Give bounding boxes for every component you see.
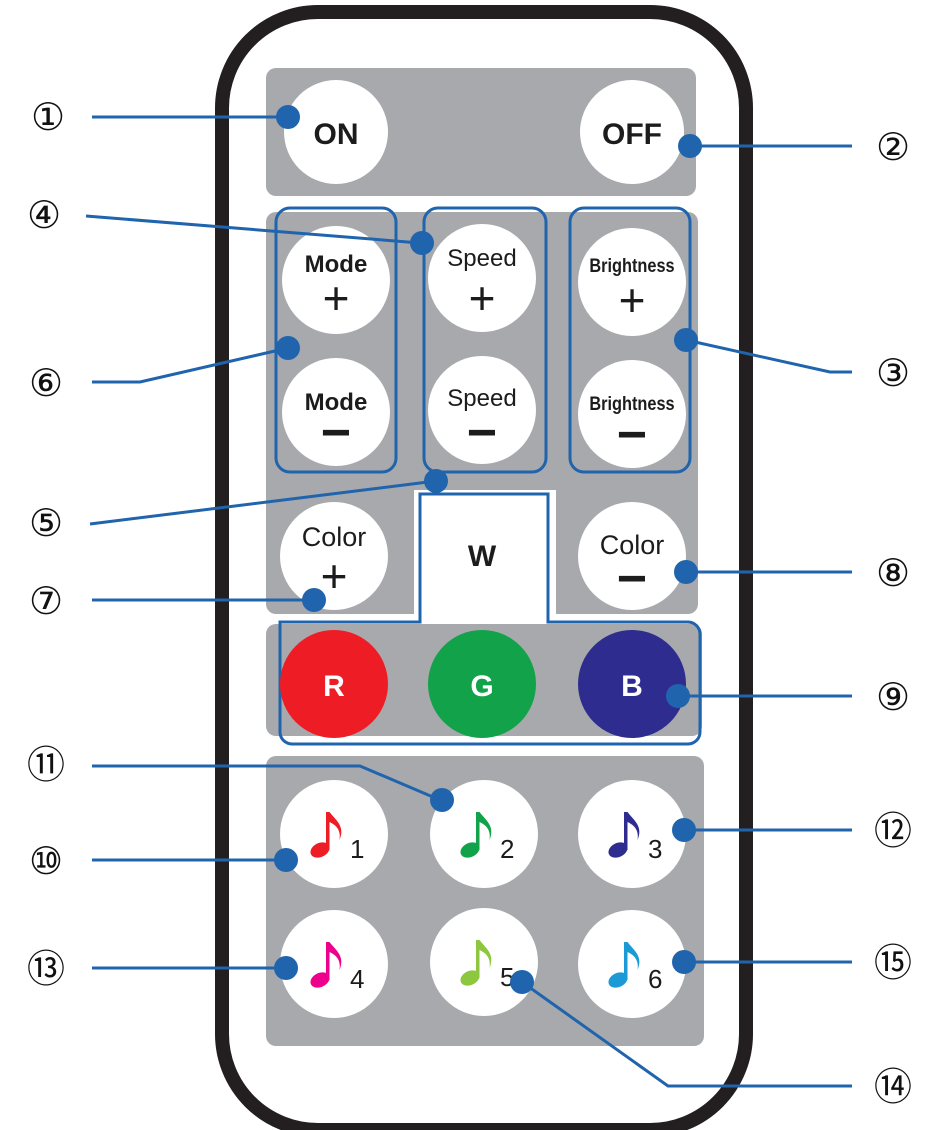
speed-group-outline	[422, 206, 548, 474]
music-note-icon	[460, 940, 492, 986]
green-button-label: G	[470, 670, 493, 703]
color-minus-label: Color	[600, 530, 665, 560]
music-buttons: 1 2 3 4 5 6	[280, 780, 686, 1018]
music-note-icon	[608, 942, 640, 988]
callout-10: ⑩	[29, 839, 63, 883]
music-mode-2-button[interactable]: 2	[430, 780, 538, 888]
music-button-number: 4	[350, 964, 364, 994]
callout-4: ④	[27, 193, 61, 237]
music-note-icon	[460, 812, 492, 858]
callouts: ① ② ③ ④ ⑤ ⑥ ⑦ ⑧ ⑨ ⑩ ⑪ ⑫ ⑬ ⑭ ⑮	[27, 95, 912, 1109]
leader-4	[85, 214, 421, 245]
music-mode-5-button[interactable]: 5	[430, 908, 538, 1016]
white-button[interactable]: W	[428, 500, 536, 608]
mode-plus-sign: +	[323, 272, 350, 324]
music-button-number: 1	[350, 834, 364, 864]
color-plus-button[interactable]: Color +	[280, 502, 388, 610]
on-button-label: ON	[314, 118, 359, 151]
speed-plus-button[interactable]: Speed +	[428, 224, 536, 332]
music-button-number: 3	[648, 834, 662, 864]
off-button-label: OFF	[602, 118, 662, 151]
blue-button-label: B	[621, 670, 643, 703]
music-button-face	[280, 910, 388, 1018]
leader-5	[89, 479, 437, 526]
blue-button-face	[578, 630, 686, 738]
mode-group-outline	[274, 206, 398, 474]
speed-plus-label: Speed	[447, 245, 516, 272]
blue-button[interactable]: B	[578, 630, 686, 738]
leader-lines	[85, 115, 852, 1088]
color-minus-sign: −	[617, 550, 647, 608]
green-button-face	[428, 630, 536, 738]
music-note-icon	[608, 812, 640, 858]
music-button-face	[430, 908, 538, 1016]
speed-minus-label: Speed	[447, 385, 516, 412]
callout-13: ⑬	[27, 947, 65, 991]
callout-8: ⑧	[876, 551, 910, 595]
music-button-face	[578, 910, 686, 1018]
callout-15: ⑮	[874, 941, 912, 985]
music-button-number: 2	[500, 834, 514, 864]
green-button[interactable]: G	[428, 630, 536, 738]
music-mode-3-button[interactable]: 3	[578, 780, 686, 888]
leader-11	[92, 764, 441, 802]
mode-minus-sign: −	[321, 404, 351, 462]
rgbw-group-outline	[278, 492, 702, 746]
music-mode-6-button[interactable]: 6	[578, 910, 686, 1018]
speed-minus-sign: −	[467, 404, 497, 462]
on-button[interactable]: ON	[284, 80, 388, 184]
music-note-icon	[310, 942, 342, 988]
callout-2: ②	[876, 125, 910, 169]
red-button-label: R	[323, 670, 345, 703]
brightness-minus-label: Brightness	[589, 393, 674, 414]
mode-plus-button[interactable]: Mode +	[282, 226, 390, 334]
callout-5: ⑤	[29, 501, 63, 545]
callout-6: ⑥	[29, 361, 63, 405]
brightness-plus-sign: +	[619, 274, 646, 326]
callout-7: ⑦	[29, 579, 63, 623]
callout-11: ⑪	[27, 743, 65, 787]
red-button-face	[280, 630, 388, 738]
mode-minus-label: Mode	[305, 389, 368, 416]
brightness-minus-button[interactable]: Brightness −	[578, 360, 686, 468]
leader-dots	[274, 105, 702, 994]
music-button-face	[430, 780, 538, 888]
speed-minus-button[interactable]: Speed −	[428, 356, 536, 464]
music-button-face	[280, 780, 388, 888]
music-mode-1-button[interactable]: 1	[280, 780, 388, 888]
callout-12: ⑫	[874, 809, 912, 853]
callout-9: ⑨	[876, 675, 910, 719]
color-plus-sign: +	[321, 550, 348, 602]
mode-minus-button[interactable]: Mode −	[282, 358, 390, 466]
callout-1: ①	[31, 95, 65, 139]
speed-plus-sign: +	[469, 272, 496, 324]
mode-plus-label: Mode	[305, 251, 368, 278]
music-note-icon	[310, 812, 342, 858]
color-minus-button[interactable]: Color −	[578, 502, 686, 610]
leader-6	[92, 346, 289, 384]
off-button[interactable]: OFF	[580, 80, 684, 184]
leader-3	[685, 338, 852, 374]
color-plus-label: Color	[302, 522, 367, 552]
white-button-label: W	[468, 540, 497, 573]
music-button-face	[578, 780, 686, 888]
music-button-number: 6	[648, 964, 662, 994]
callout-3: ③	[876, 351, 910, 395]
music-mode-4-button[interactable]: 4	[280, 910, 388, 1018]
callout-14: ⑭	[874, 1065, 912, 1109]
brightness-minus-sign: −	[617, 406, 647, 464]
brightness-plus-label: Brightness	[589, 255, 674, 276]
red-button[interactable]: R	[280, 630, 388, 738]
leader-14	[521, 980, 852, 1088]
brightness-plus-button[interactable]: Brightness +	[578, 228, 686, 336]
